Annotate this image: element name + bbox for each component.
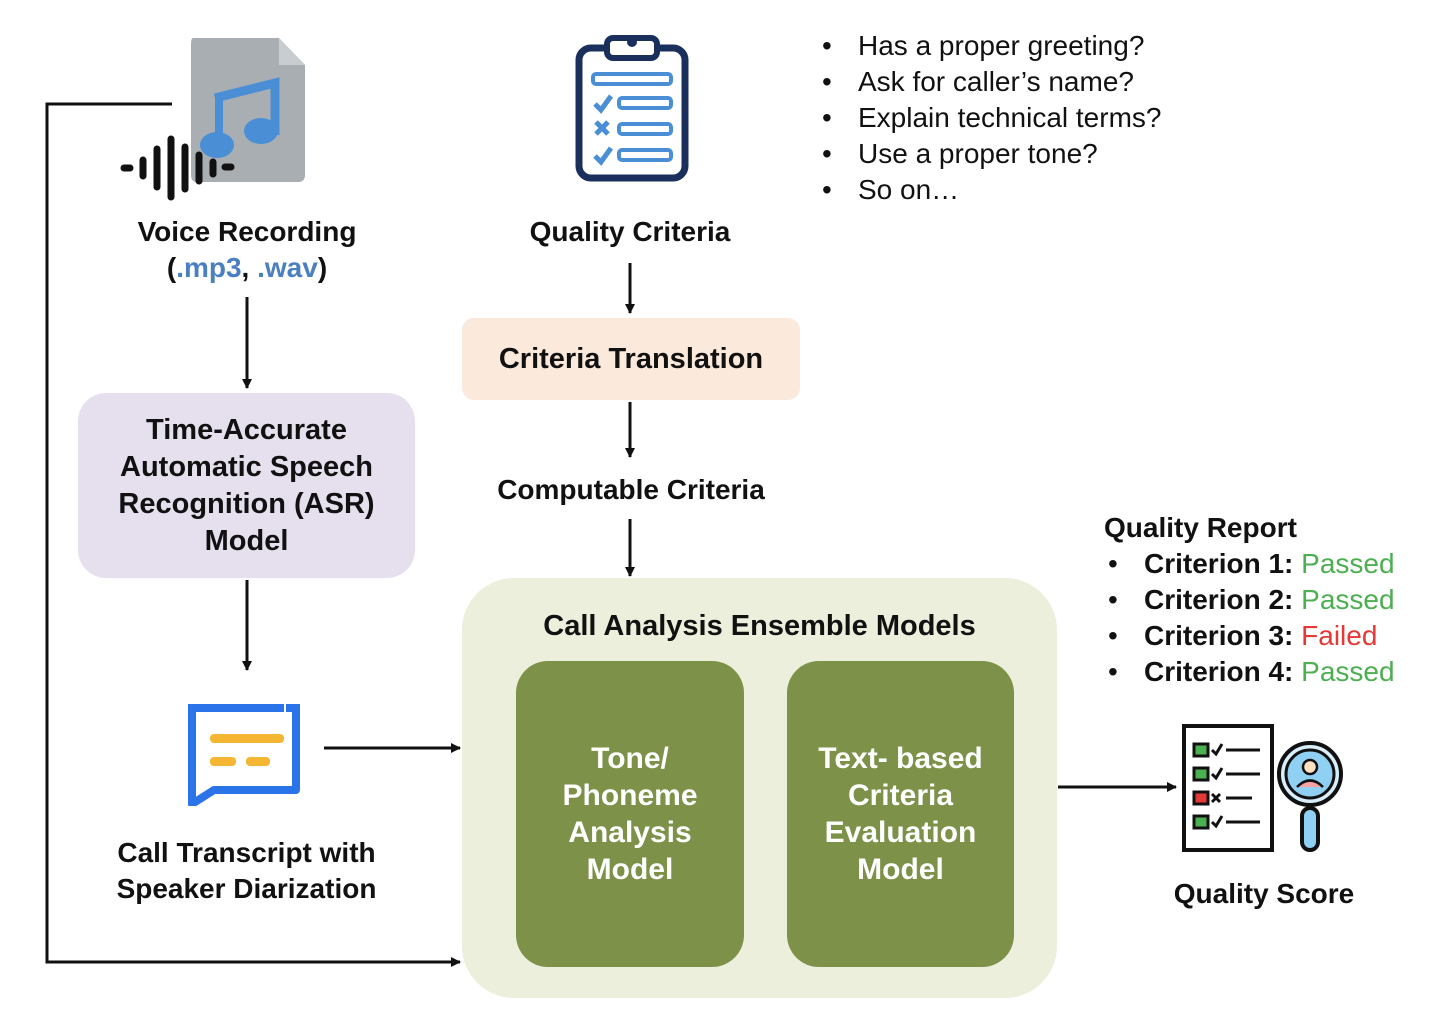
report-item-status: Passed [1301, 548, 1395, 579]
text-model-label: Text- based Criteria Evaluation Model [818, 742, 983, 886]
criteria-example-item: Ask for caller’s name? [818, 64, 1161, 100]
voice-recording-label: Voice Recording (.mp3, .wav) [97, 214, 397, 286]
voice-recording-formats: (.mp3, .wav) [97, 250, 397, 286]
report-item-label: Criterion 4: [1144, 656, 1294, 687]
report-item: Criterion 3: Failed [1104, 618, 1395, 654]
report-item-label: Criterion 3: [1144, 620, 1294, 651]
quality-score-label: Quality Score [1173, 878, 1355, 909]
quality-report-title: Quality Report [1104, 512, 1297, 543]
asr-model-box: Time-Accurate Automatic Speech Recogniti… [78, 393, 415, 578]
tone-model-box: Tone/ Phoneme Analysis Model [516, 661, 744, 967]
criteria-example-item: So on… [818, 172, 1161, 208]
clipboard-checklist-icon [575, 35, 689, 182]
call-transcript-line2: Speaker Diarization [116, 873, 377, 904]
report-item-status: Passed [1301, 584, 1395, 615]
report-item: Criterion 2: Passed [1104, 582, 1395, 618]
report-item-label: Criterion 1: [1144, 548, 1294, 579]
ensemble-container: Call Analysis Ensemble Models Tone/ Phon… [462, 578, 1057, 998]
audio-file-icon [120, 38, 305, 201]
call-transcript-line1: Call Transcript with [117, 837, 376, 868]
format-separator: , [241, 252, 258, 283]
quality-report: Quality Report Criterion 1: Passed Crite… [1104, 510, 1395, 690]
criteria-example-item: Use a proper tone? [818, 136, 1161, 172]
report-item-status: Passed [1301, 656, 1395, 687]
criteria-translation-label: Criteria Translation [498, 342, 764, 375]
report-item: Criterion 1: Passed [1104, 546, 1395, 582]
report-item-status: Failed [1301, 620, 1378, 651]
chat-transcript-icon [184, 704, 302, 806]
paren-close: ) [317, 252, 328, 283]
criteria-translation-box: Criteria Translation [462, 318, 800, 400]
report-item: Criterion 4: Passed [1104, 654, 1395, 690]
arrow-voice-loop-to-ensemble [45, 102, 461, 967]
report-item-label: Criterion 2: [1144, 584, 1294, 615]
text-model-box: Text- based Criteria Evaluation Model [787, 661, 1014, 967]
criteria-example-item: Has a proper greeting? [818, 28, 1161, 64]
format-wav: .wav [257, 252, 318, 283]
format-mp3: .mp3 [176, 252, 242, 283]
report-magnifier-icon [1182, 724, 1343, 852]
paren-open: ( [166, 252, 177, 283]
criteria-examples-list: Has a proper greeting? Ask for caller’s … [818, 28, 1161, 208]
call-transcript-label: Call Transcript with Speaker Diarization [80, 835, 413, 907]
tone-model-label: Tone/ Phoneme Analysis Model [562, 742, 698, 886]
quality-report-list: Criterion 1: Passed Criterion 2: Passed … [1104, 546, 1395, 690]
quality-criteria-label: Quality Criteria [529, 216, 731, 247]
voice-recording-title: Voice Recording [137, 216, 357, 247]
criteria-example-item: Explain technical terms? [818, 100, 1161, 136]
ensemble-title: Call Analysis Ensemble Models [543, 610, 976, 642]
asr-model-label: Time-Accurate Automatic Speech Recogniti… [118, 413, 375, 557]
computable-criteria-label: Computable Criteria [497, 474, 765, 505]
